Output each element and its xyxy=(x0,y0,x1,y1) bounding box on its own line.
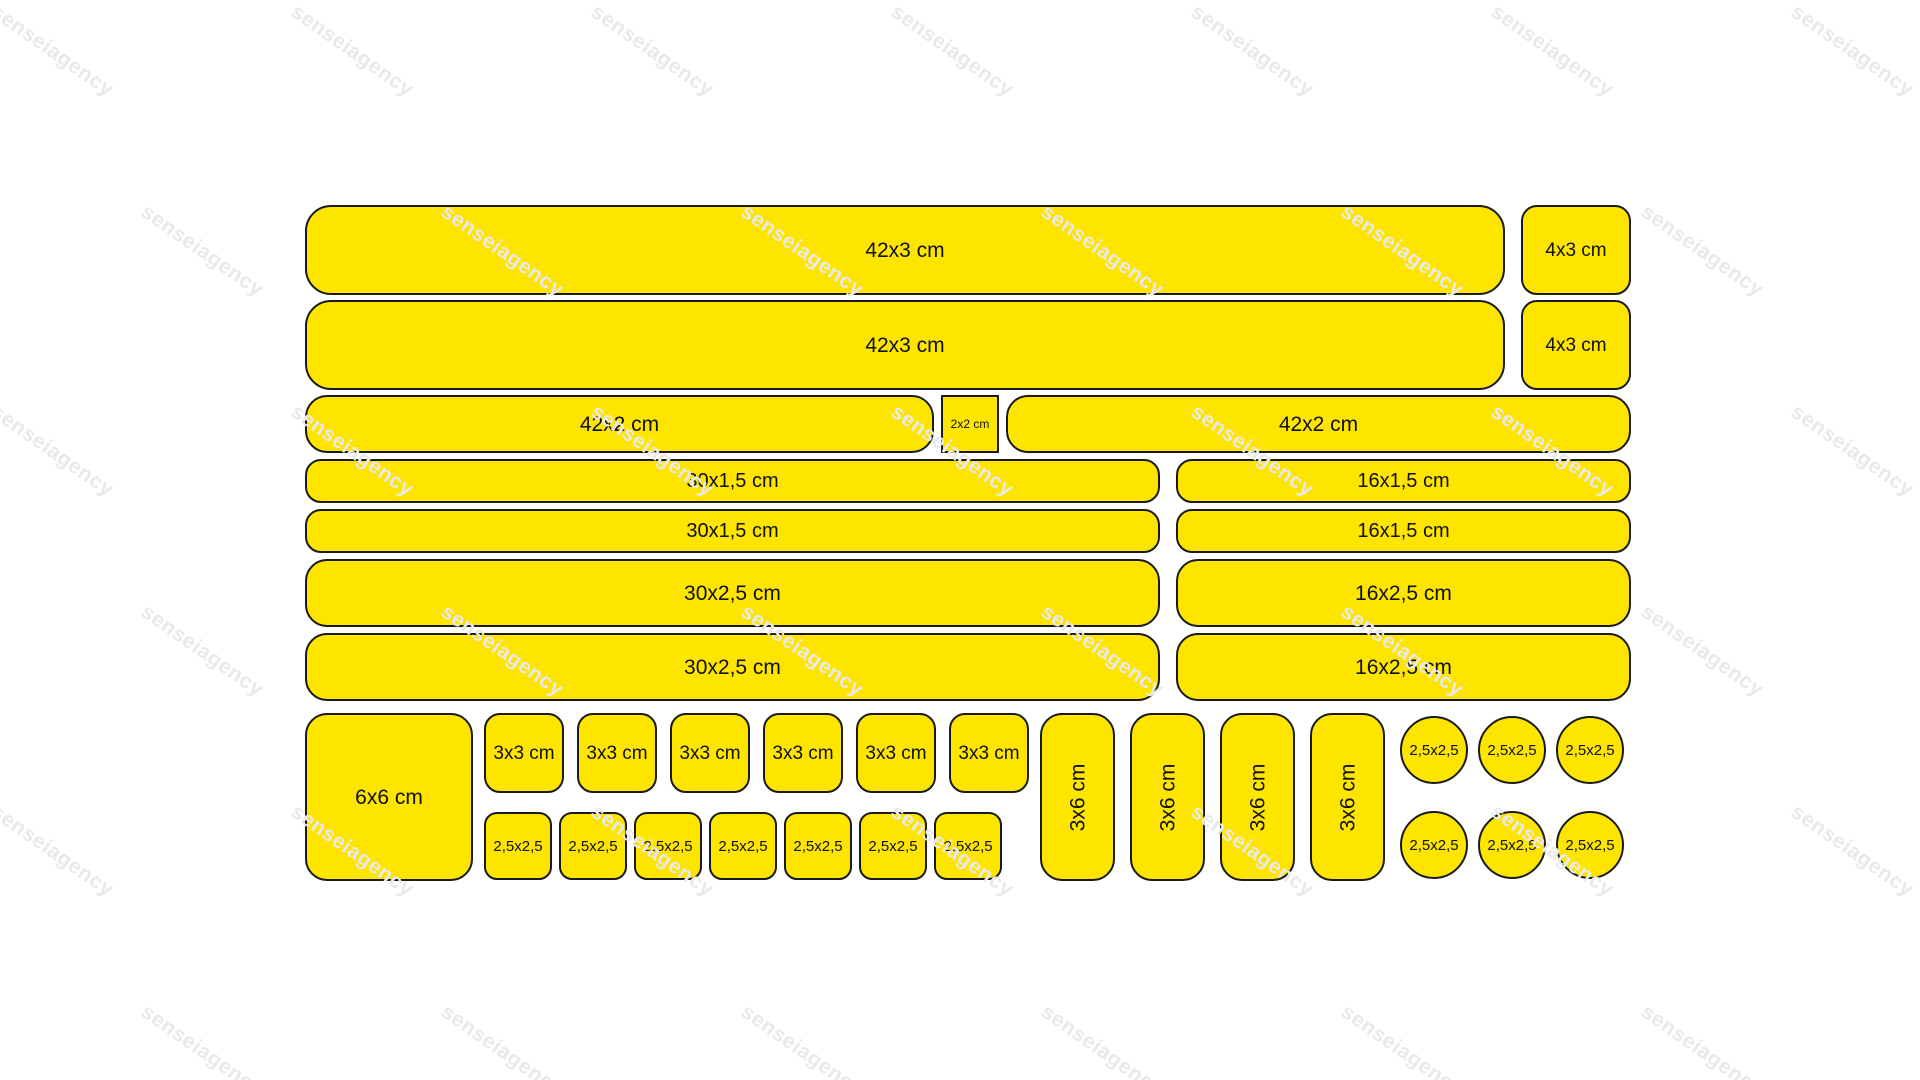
sticker-label: 2,5x2,5 xyxy=(1487,741,1537,759)
sticker-label: 30x1,5 cm xyxy=(686,520,779,542)
sticker-shape[interactable]: 16x1,5 cm xyxy=(1176,459,1631,503)
sticker-label: 30x2,5 cm xyxy=(684,581,781,605)
sticker-label: 2,5x2,5 xyxy=(568,837,618,855)
sticker-shape[interactable]: 2,5x2,5 xyxy=(1478,716,1546,784)
sticker-shape[interactable]: 3x3 cm xyxy=(763,713,843,793)
sticker-shape[interactable]: 30x1,5 cm xyxy=(305,509,1160,553)
sticker-label: 3x3 cm xyxy=(586,742,648,764)
sticker-label: 3x3 cm xyxy=(493,742,555,764)
sticker-label: 3x3 cm xyxy=(958,742,1020,764)
sticker-label: 2,5x2,5 xyxy=(493,837,543,855)
sticker-shape[interactable]: 30x2,5 cm xyxy=(305,633,1160,701)
sticker-shape[interactable]: 3x6 cm xyxy=(1040,713,1115,881)
sticker-label: 2,5x2,5 xyxy=(718,837,768,855)
sticker-label: 4x3 cm xyxy=(1545,334,1607,356)
sticker-label: 2,5x2,5 xyxy=(868,837,918,855)
sticker-shape[interactable]: 42x3 cm xyxy=(305,205,1505,295)
sticker-shape[interactable]: 16x2,5 cm xyxy=(1176,633,1631,701)
sticker-label: 2,5x2,5 xyxy=(1565,741,1615,759)
sticker-shape[interactable]: 3x3 cm xyxy=(577,713,657,793)
sticker-label: 4x3 cm xyxy=(1545,239,1607,261)
sticker-label: 42x2 cm xyxy=(1278,412,1359,436)
sticker-shape[interactable]: 2,5x2,5 xyxy=(1400,716,1468,784)
sticker-label: 30x1,5 cm xyxy=(686,470,779,492)
sticker-shape[interactable]: 2,5x2,5 xyxy=(1400,811,1468,879)
sticker-shape[interactable]: 6x6 cm xyxy=(305,713,473,881)
sticker-label: 3x3 cm xyxy=(772,742,834,764)
sticker-shape[interactable]: 42x3 cm xyxy=(305,300,1505,390)
sticker-shape[interactable]: 3x3 cm xyxy=(484,713,564,793)
sticker-label: 3x3 cm xyxy=(865,742,927,764)
sticker-label: 3x6 cm xyxy=(1246,763,1269,831)
sticker-label: 2,5x2,5 xyxy=(943,837,993,855)
sticker-label: 3x6 cm xyxy=(1336,763,1359,831)
sticker-shape[interactable]: 30x1,5 cm xyxy=(305,459,1160,503)
sticker-shape[interactable]: 2,5x2,5 xyxy=(709,812,777,880)
sticker-label: 6x6 cm xyxy=(355,785,423,809)
sticker-shape[interactable]: 3x3 cm xyxy=(949,713,1029,793)
sticker-shape[interactable]: 3x6 cm xyxy=(1310,713,1385,881)
sticker-label: 2,5x2,5 xyxy=(1487,836,1537,854)
sticker-shape[interactable]: 2,5x2,5 xyxy=(1556,716,1624,784)
sticker-label: 2,5x2,5 xyxy=(793,837,843,855)
sticker-label: 2,5x2,5 xyxy=(643,837,693,855)
sticker-label: 3x6 cm xyxy=(1156,763,1179,831)
sticker-label: 16x1,5 cm xyxy=(1357,470,1450,492)
sticker-label: 16x2,5 cm xyxy=(1355,655,1452,679)
sticker-label: 42x3 cm xyxy=(865,238,945,262)
sticker-label: 30x2,5 cm xyxy=(684,655,781,679)
sticker-label: 16x1,5 cm xyxy=(1357,520,1450,542)
sticker-shape[interactable]: 2,5x2,5 xyxy=(859,812,927,880)
sticker-label: 2,5x2,5 xyxy=(1565,836,1615,854)
sticker-label: 3x6 cm xyxy=(1066,763,1089,831)
sticker-label: 2x2 cm xyxy=(950,417,990,431)
sticker-shape[interactable]: 2x2 cm xyxy=(941,395,999,453)
sticker-shape[interactable]: 2,5x2,5 xyxy=(784,812,852,880)
sticker-shape[interactable]: 2,5x2,5 xyxy=(559,812,627,880)
sticker-shape[interactable]: 2,5x2,5 xyxy=(634,812,702,880)
sticker-label: 2,5x2,5 xyxy=(1409,836,1459,854)
sticker-shape[interactable]: 2,5x2,5 xyxy=(484,812,552,880)
sticker-shape[interactable]: 3x6 cm xyxy=(1220,713,1295,881)
sticker-shape[interactable]: 4x3 cm xyxy=(1521,300,1631,390)
sticker-shape[interactable]: 16x1,5 cm xyxy=(1176,509,1631,553)
sticker-label: 16x2,5 cm xyxy=(1355,581,1452,605)
sticker-shape[interactable]: 4x3 cm xyxy=(1521,205,1631,295)
sticker-shape[interactable]: 2,5x2,5 xyxy=(1556,811,1624,879)
sticker-label: 42x2 cm xyxy=(579,412,660,436)
sticker-shape[interactable]: 42x2 cm xyxy=(1006,395,1631,453)
sticker-shape[interactable]: 16x2,5 cm xyxy=(1176,559,1631,627)
sticker-label: 3x3 cm xyxy=(679,742,741,764)
sticker-shape[interactable]: 3x6 cm xyxy=(1130,713,1205,881)
sticker-shape[interactable]: 2,5x2,5 xyxy=(934,812,1002,880)
sticker-shape[interactable]: 42x2 cm xyxy=(305,395,934,453)
sticker-shape[interactable]: 30x2,5 cm xyxy=(305,559,1160,627)
sticker-shape[interactable]: 3x3 cm xyxy=(670,713,750,793)
sticker-label: 42x3 cm xyxy=(865,333,945,357)
sticker-shape[interactable]: 3x3 cm xyxy=(856,713,936,793)
sticker-label: 2,5x2,5 xyxy=(1409,741,1459,759)
sticker-shape[interactable]: 2,5x2,5 xyxy=(1478,811,1546,879)
